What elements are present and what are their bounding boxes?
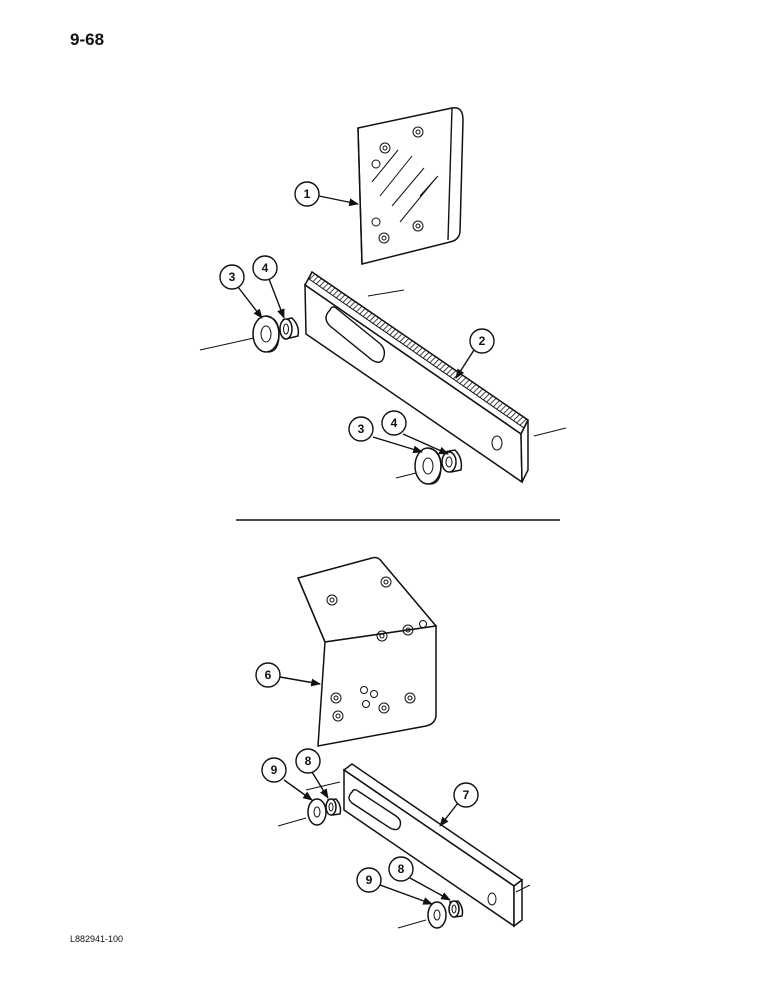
bushing-part-8-lower <box>448 900 464 918</box>
washer-part-3-middle <box>414 447 442 485</box>
svg-text:3: 3 <box>358 422 365 436</box>
washer-part-9-upper <box>307 798 327 826</box>
callout-4-middle: 4 <box>381 410 407 436</box>
svg-text:2: 2 <box>479 334 486 348</box>
bracket-part-6 <box>296 556 438 747</box>
callout-1: 1 <box>294 181 320 207</box>
bar-part-2 <box>199 270 567 484</box>
washer-part-9-lower <box>427 901 447 929</box>
bushing-part-8-upper <box>325 798 342 816</box>
bushing-part-4-middle <box>441 449 463 473</box>
callout-9-upper: 9 <box>261 757 287 783</box>
svg-text:8: 8 <box>398 862 405 876</box>
svg-text:8: 8 <box>305 754 312 768</box>
callout-8-upper: 8 <box>295 748 321 774</box>
callout-7: 7 <box>453 782 479 808</box>
plate-part-1 <box>357 107 464 265</box>
figure-code: L882941-100 <box>70 934 124 944</box>
callout-2: 2 <box>469 328 495 354</box>
page-number: 9-68 <box>70 30 105 49</box>
svg-text:9: 9 <box>366 873 373 887</box>
bushing-part-4-top <box>279 317 300 340</box>
callout-3-top: 3 <box>219 264 245 290</box>
callout-4-top: 4 <box>252 255 278 281</box>
callout-8-lower: 8 <box>388 856 414 882</box>
svg-text:9: 9 <box>271 763 278 777</box>
callout-3-middle: 3 <box>348 416 374 442</box>
callout-6: 6 <box>255 662 281 688</box>
svg-text:3: 3 <box>229 270 236 284</box>
callout-9-lower: 9 <box>356 867 382 893</box>
svg-text:1: 1 <box>304 187 311 201</box>
svg-text:4: 4 <box>262 261 269 275</box>
svg-text:6: 6 <box>265 668 272 682</box>
svg-text:4: 4 <box>391 416 398 430</box>
washer-part-3-top <box>252 315 280 353</box>
svg-text:7: 7 <box>463 788 470 802</box>
bar-part-7 <box>305 763 531 928</box>
